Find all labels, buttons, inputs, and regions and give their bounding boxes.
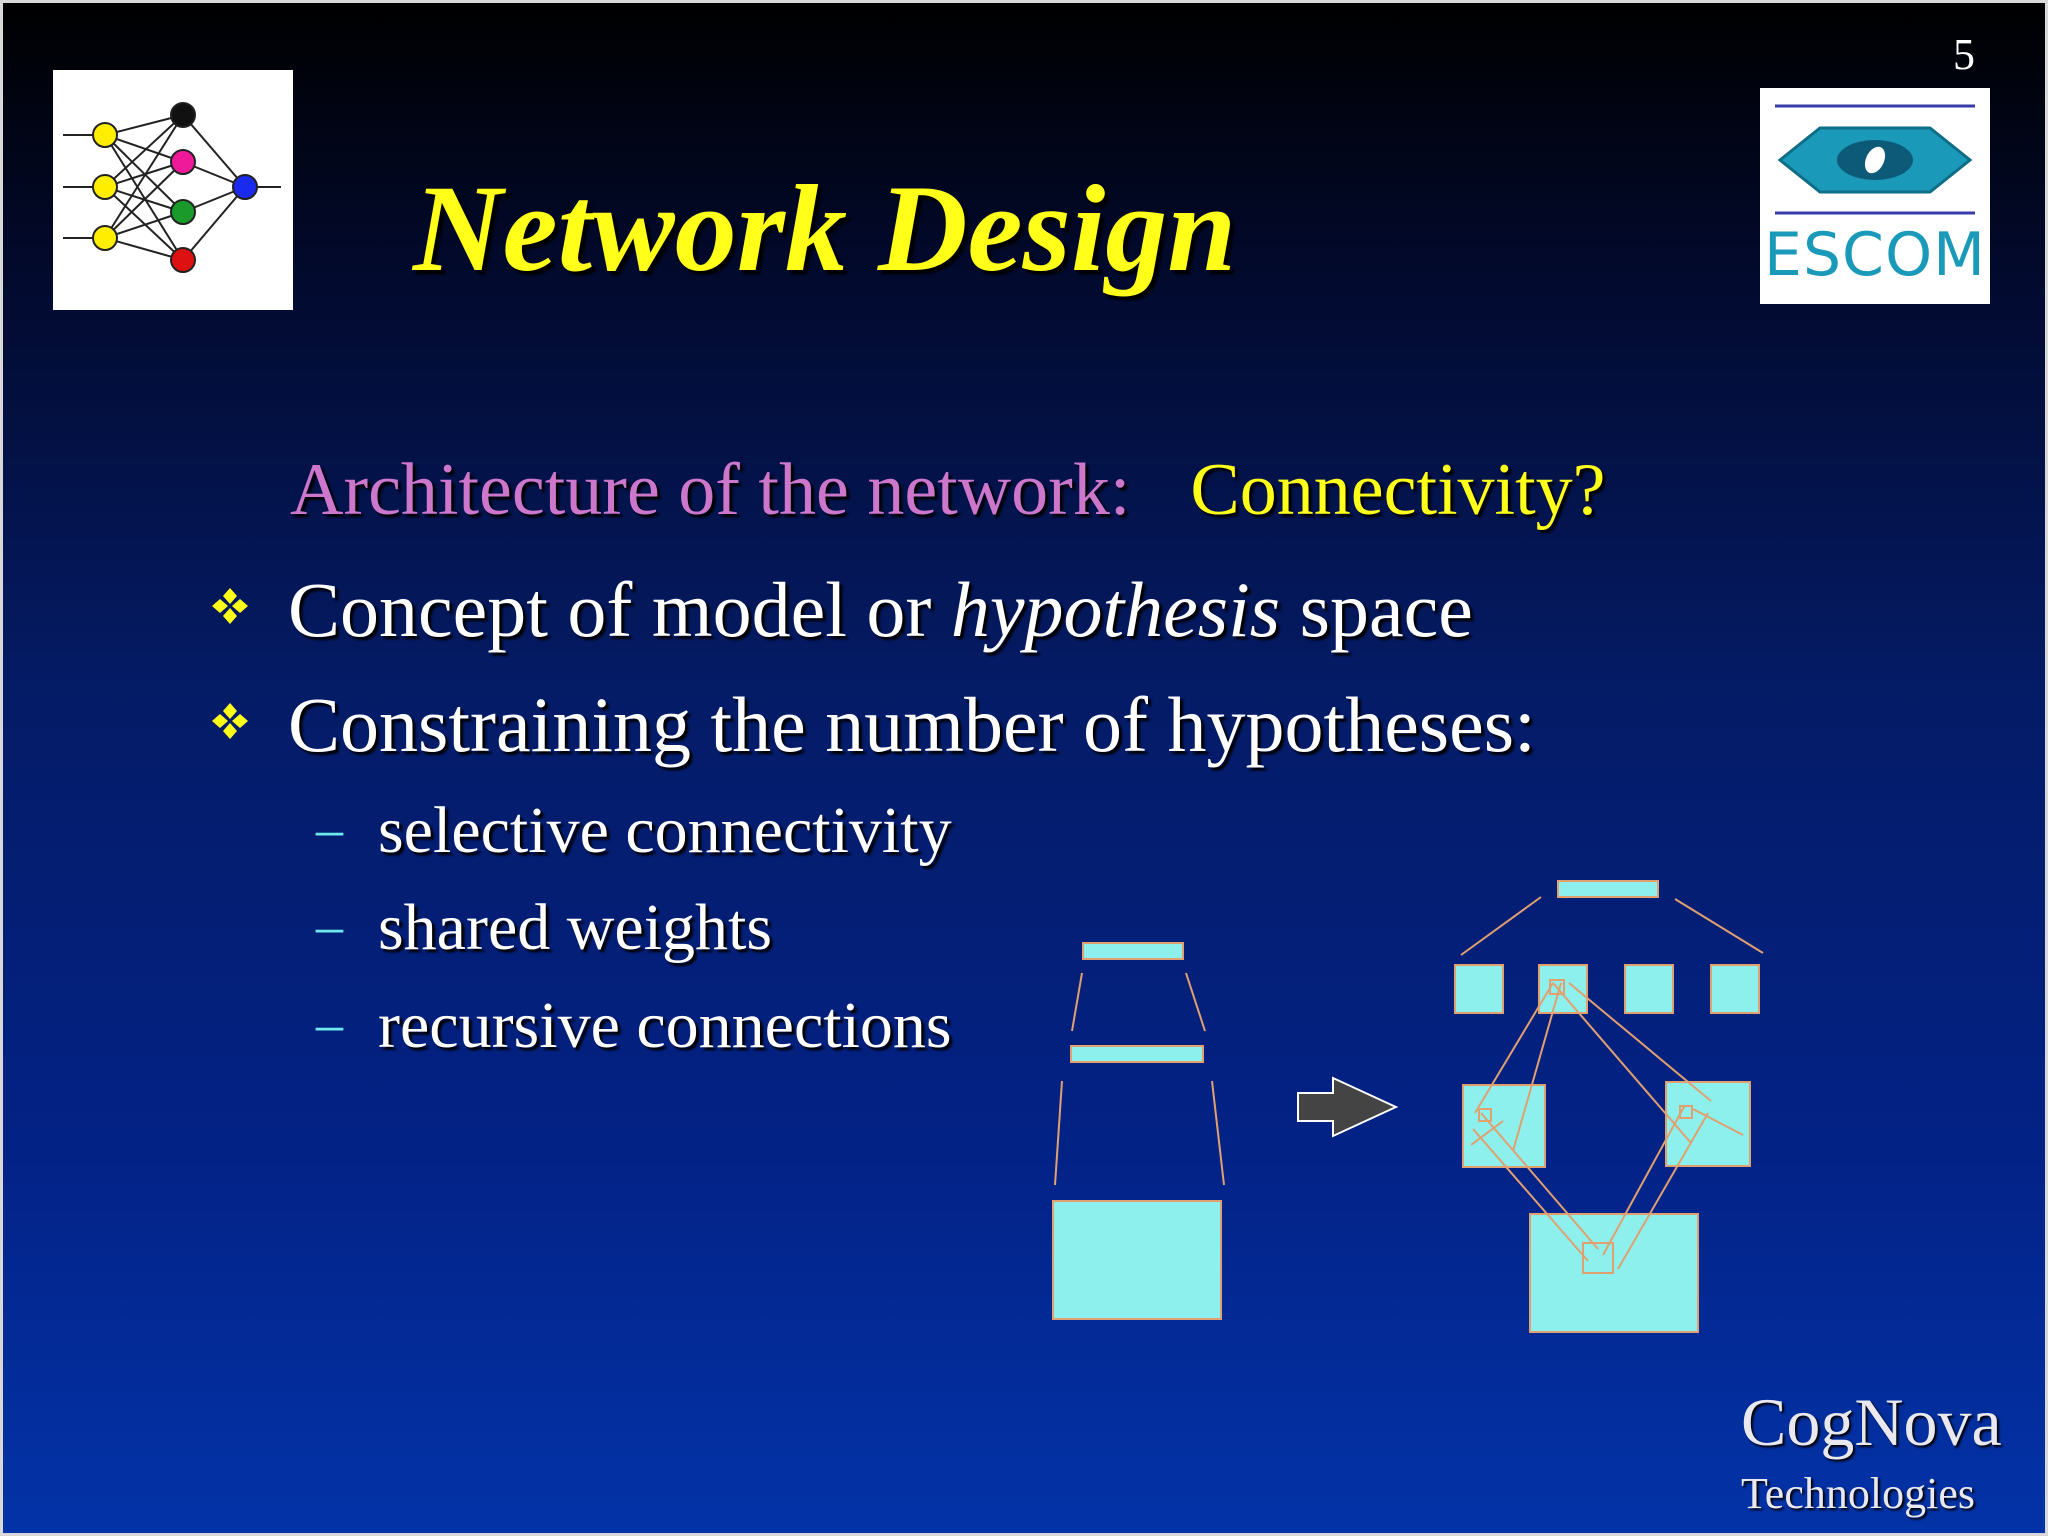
bullet-emphasis: hypothesis: [950, 566, 1281, 653]
arrow-icon: [1297, 1076, 1399, 1138]
sparse-network-diagram: [1454, 880, 1764, 1333]
sub-item-dash: –: [316, 799, 343, 859]
brand-name: CogNova: [1741, 1384, 2002, 1460]
bullet-item: Constraining the number of hypotheses:: [288, 681, 1536, 768]
bullet-item: Concept of model or hypothesis space: [288, 565, 1473, 655]
brand-wordmark: CogNova Technologies: [1741, 1388, 2002, 1516]
subheading-label: Architecture of the network:: [290, 449, 1131, 531]
diamond-bullet-icon: [210, 586, 250, 626]
escom-eye-icon: [1777, 126, 1973, 194]
sub-item: selective connectivity: [378, 794, 952, 867]
bullet-text: Concept of model or: [288, 566, 951, 653]
bullet-text: space: [1280, 566, 1473, 653]
subheading-question: Connectivity?: [1190, 449, 1606, 531]
escom-text: ESCOM: [1764, 220, 1986, 290]
dense-network-diagram: [1052, 942, 1225, 1320]
diamond-bullet-icon: [210, 701, 250, 741]
subheading: Architecture of the network: Connectivity…: [290, 448, 1606, 533]
connectivity-diagram: [1052, 880, 1764, 1333]
slide-number: 5: [1953, 30, 1975, 79]
neural-network-icon: [53, 70, 293, 310]
sub-item-dash: –: [316, 994, 343, 1054]
slide-title: Network Design: [413, 160, 1237, 297]
brand-subtitle: Technologies: [1741, 1469, 1975, 1518]
sub-item: recursive connections: [378, 989, 952, 1062]
escom-logo: ESCOM: [1760, 88, 1990, 304]
sub-item-dash: –: [316, 896, 343, 956]
sub-item: shared weights: [378, 891, 773, 964]
